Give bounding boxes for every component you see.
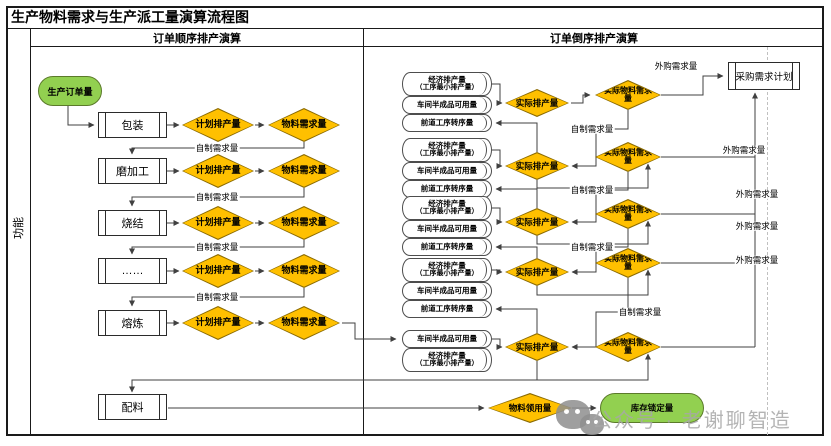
column-divider bbox=[363, 29, 364, 436]
watermark-text: 公众号 · 老谢聊智造 bbox=[592, 410, 792, 432]
self-demand-label: 自制需求量 bbox=[569, 184, 615, 195]
process-label: 包装 bbox=[121, 120, 144, 132]
lane-divider bbox=[30, 29, 31, 436]
process-label: 磨加工 bbox=[116, 166, 149, 178]
process-box-row2: 磨加工 bbox=[98, 158, 167, 184]
page-break-dashed-line bbox=[767, 47, 768, 435]
process-label: 烧结 bbox=[121, 218, 144, 230]
process-label: 配料 bbox=[121, 402, 144, 414]
process-box-row1: 包装 bbox=[98, 112, 167, 138]
process-box-row5: 熔炼 bbox=[98, 310, 167, 336]
cylinder-transfer-qty: 前道工序转序量 bbox=[402, 114, 492, 132]
cylinder-wip-qty: 车间半成品可用量 bbox=[402, 220, 492, 238]
self-demand-label: 自制需求量 bbox=[194, 191, 240, 202]
outsource-label: 外购需求量 bbox=[721, 144, 767, 155]
column-header-right: 订单倒序排产演算 bbox=[550, 32, 638, 45]
self-demand-label: 自制需求量 bbox=[569, 123, 615, 134]
cylinder-wip-qty: 车间半成品可用量 bbox=[402, 96, 492, 114]
cylinder-transfer-qty: 前道工序转序量 bbox=[402, 238, 492, 256]
header-divider bbox=[30, 46, 824, 47]
process-box-batching: 配料 bbox=[98, 394, 167, 420]
cylinder-transfer-qty: 前道工序转序量 bbox=[402, 300, 492, 318]
cylinder-wip-qty: 车间半成品可用量 bbox=[402, 282, 492, 300]
cylinder-econ-qty: 经济排产量（工序最小排产量） bbox=[402, 196, 492, 220]
purchase-plan-box: 采购需求计划 bbox=[728, 62, 800, 90]
outsource-label: 外购需求量 bbox=[734, 188, 780, 199]
outsource-label: 外购需求量 bbox=[734, 254, 780, 265]
cylinder-econ-qty: 经济排产量（工序最小排产量） bbox=[402, 138, 492, 162]
start-oval: 生产订单量 bbox=[38, 76, 102, 106]
cylinder-wip-qty: 车间半成品可用量 bbox=[402, 162, 492, 180]
process-box-row4: …… bbox=[98, 258, 167, 284]
column-header-left: 订单顺序排产演算 bbox=[153, 32, 241, 45]
outsource-label: 外购需求量 bbox=[653, 60, 699, 71]
process-label: 熔炼 bbox=[121, 318, 144, 330]
swimlane-label: 功能 bbox=[13, 217, 25, 239]
stock-lock-oval: 库存锁定量 bbox=[600, 393, 704, 423]
wechat-icon bbox=[580, 414, 604, 435]
self-demand-label: 自制需求量 bbox=[569, 241, 615, 252]
cylinder-econ-qty: 经济排产量（工序最小排产量） bbox=[402, 348, 492, 372]
cylinder-econ-qty: 经济排产量（工序最小排产量） bbox=[402, 72, 492, 96]
self-demand-label: 自制需求量 bbox=[194, 241, 240, 252]
title-bar: 生产物料需求与生产派工量演算流程图 bbox=[6, 6, 824, 29]
process-label: …… bbox=[121, 265, 144, 277]
process-box-row3: 烧结 bbox=[98, 210, 167, 236]
cylinder-econ-qty: 经济排产量（工序最小排产量） bbox=[402, 258, 492, 282]
cylinder-wip-qty: 车间半成品可用量 bbox=[402, 330, 492, 348]
diagram-frame bbox=[6, 6, 824, 436]
outsource-label: 外购需求量 bbox=[734, 220, 780, 231]
self-demand-label: 自制需求量 bbox=[617, 306, 663, 317]
self-demand-label: 自制需求量 bbox=[194, 142, 240, 153]
self-demand-label: 自制需求量 bbox=[194, 291, 240, 302]
page-title: 生产物料需求与生产派工量演算流程图 bbox=[11, 9, 249, 25]
